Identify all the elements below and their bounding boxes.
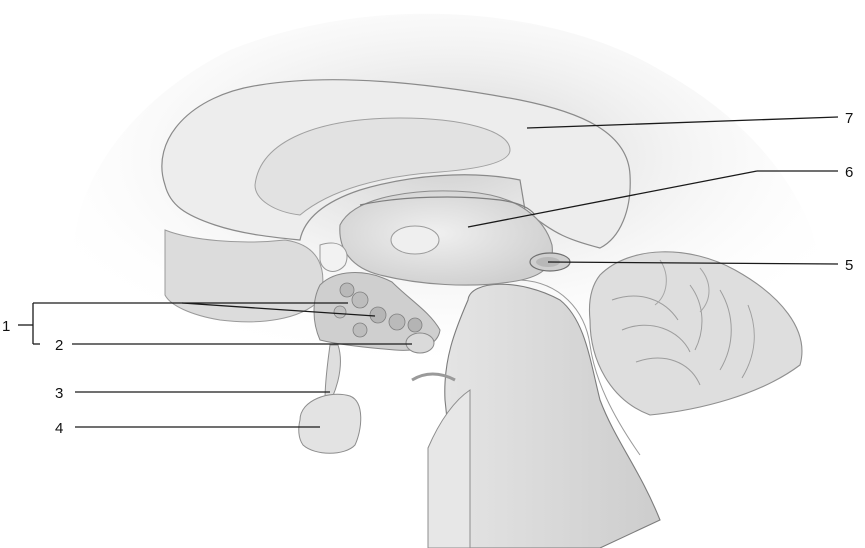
septum (320, 243, 347, 271)
frontal-base (165, 230, 323, 322)
label-7: 7 (845, 110, 853, 127)
label-5: 5 (845, 257, 853, 274)
label-6: 6 (845, 164, 853, 181)
thalamus (340, 191, 553, 285)
mammillary-body (406, 333, 434, 353)
label-4: 4 (55, 420, 63, 437)
label-1: 1 (2, 318, 10, 335)
label-3: 3 (55, 385, 63, 402)
pituitary-gland (299, 394, 361, 453)
label-2: 2 (55, 337, 63, 354)
